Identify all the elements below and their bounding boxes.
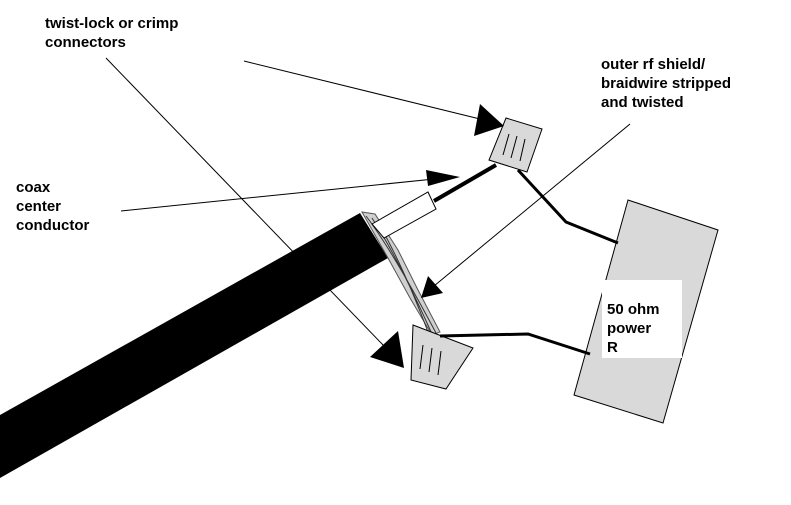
resistor-label: 50 ohm power R	[607, 300, 660, 357]
connector-ridge	[510, 135, 518, 159]
arrowhead	[421, 276, 443, 298]
leader-line	[433, 123, 631, 287]
connector-ridge	[428, 347, 433, 373]
center-label-line: conductor	[16, 217, 90, 234]
center-wire	[432, 163, 498, 203]
connectors-label-line: connectors	[45, 34, 126, 51]
resistor-label-line: power	[607, 320, 652, 337]
resistor-label-box	[602, 280, 682, 358]
arrowhead	[474, 104, 504, 136]
shield-label-line: outer rf shield/	[601, 56, 706, 73]
center-label-line: center	[16, 198, 62, 215]
shield-label-line: braidwire stripped	[601, 75, 732, 92]
coax-cable	[0, 213, 388, 478]
center-insulator	[371, 191, 437, 239]
arrowhead	[370, 331, 404, 368]
connector-ridge	[419, 344, 424, 370]
center-conductor-label: coax center conductor	[16, 178, 89, 235]
top-connector	[488, 117, 543, 173]
connector-ridge	[519, 138, 526, 162]
arrowhead	[426, 170, 460, 186]
leader-line	[243, 60, 485, 121]
connectors-label-line: twist-lock or crimp	[45, 15, 179, 32]
bottom-connector	[410, 324, 474, 390]
center-label-line: coax	[16, 179, 51, 196]
wire-top	[516, 168, 619, 245]
leader-line	[120, 177, 445, 212]
resistor-label-line: 50 ohm	[607, 301, 660, 318]
braid-shield	[361, 211, 441, 336]
connector-ridge	[437, 350, 442, 376]
shield-label: outer rf shield/ braidwire stripped and …	[601, 55, 731, 112]
shield-label-line: and twisted	[601, 94, 684, 111]
resistor-label-line: R	[607, 339, 618, 356]
connector-ridge	[502, 133, 510, 156]
connectors-label: twist-lock or crimp connectors	[45, 14, 178, 52]
wire-bottom	[439, 332, 591, 356]
leader-line	[105, 57, 385, 347]
